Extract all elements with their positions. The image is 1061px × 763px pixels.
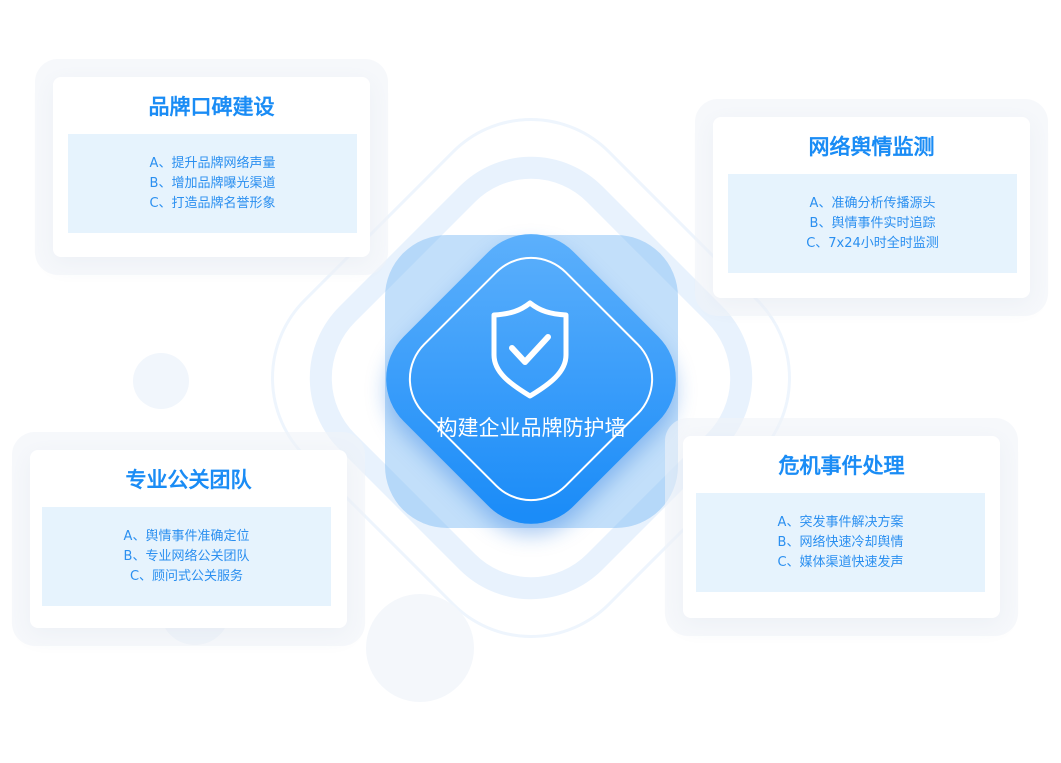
card-crisis-handling: 危机事件处理 A、突发事件解决方案 B、网络快速冷却舆情 C、媒体渠道快速发声 <box>683 436 1000 618</box>
card-list: A、突发事件解决方案 B、网络快速冷却舆情 C、媒体渠道快速发声 <box>696 493 985 592</box>
card-list: A、准确分析传播源头 B、舆情事件实时追踪 C、7x24小时全时监测 <box>728 174 1017 273</box>
list-item: C、顾问式公关服务 <box>129 568 244 584</box>
list-item: B、舆情事件实时追踪 <box>809 215 936 231</box>
list-item: B、专业网络公关团队 <box>123 548 250 564</box>
card-title: 专业公关团队 <box>125 468 252 492</box>
list-item: C、打造品牌名誉形象 <box>149 195 276 211</box>
center-title: 构建企业品牌防护墙 <box>436 416 626 440</box>
card-title: 网络舆情监测 <box>808 135 935 159</box>
card-list: A、舆情事件准确定位 B、专业网络公关团队 C、顾问式公关服务 <box>42 507 331 606</box>
list-item: A、突发事件解决方案 <box>777 514 904 530</box>
list-item: C、7x24小时全时监测 <box>806 235 939 251</box>
list-item: B、网络快速冷却舆情 <box>777 534 904 550</box>
card-title: 品牌口碑建设 <box>148 95 275 119</box>
card-title: 危机事件处理 <box>778 454 905 478</box>
list-item: A、舆情事件准确定位 <box>123 528 250 544</box>
list-item: A、提升品牌网络声量 <box>149 155 276 171</box>
list-item: B、增加品牌曝光渠道 <box>149 175 276 191</box>
card-brand-reputation: 品牌口碑建设 A、提升品牌网络声量 B、增加品牌曝光渠道 C、打造品牌名誉形象 <box>53 77 370 257</box>
shield-check-icon <box>491 300 569 399</box>
list-item: A、准确分析传播源头 <box>809 195 936 211</box>
card-list: A、提升品牌网络声量 B、增加品牌曝光渠道 C、打造品牌名誉形象 <box>68 134 357 233</box>
card-pr-team: 专业公关团队 A、舆情事件准确定位 B、专业网络公关团队 C、顾问式公关服务 <box>30 450 347 628</box>
card-opinion-monitoring: 网络舆情监测 A、准确分析传播源头 B、舆情事件实时追踪 C、7x24小时全时监… <box>713 117 1030 298</box>
list-item: C、媒体渠道快速发声 <box>777 554 904 570</box>
